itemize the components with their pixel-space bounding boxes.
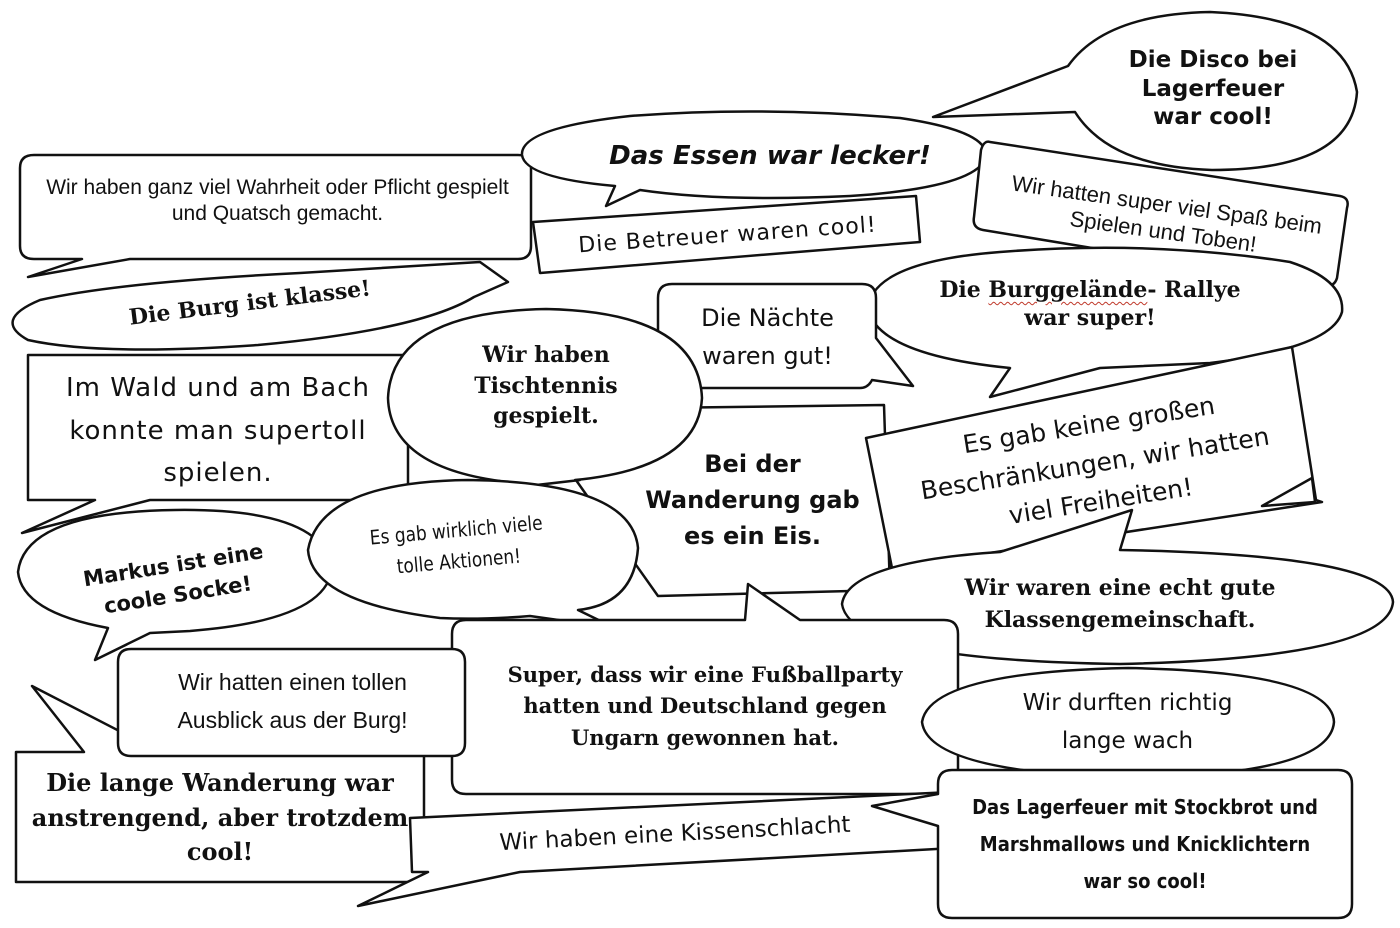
bubble-lange-wanderung-text: Die lange Wanderung war anstrengend, abe… bbox=[31, 767, 409, 867]
bubble-naechte-text: Die Nächte waren gut! bbox=[701, 303, 834, 370]
bubble-shape-betreuer bbox=[531, 194, 922, 275]
bubble-tail-beschraenkungen bbox=[1260, 476, 1317, 508]
bubble-rallye-text: Die Burggelände- Rallye war super! bbox=[925, 275, 1255, 353]
bubble-shape-tischtennis bbox=[386, 307, 704, 494]
bubble-tischtennis-text: Wir haben Tischtennis gespielt. bbox=[474, 341, 618, 430]
bubble-shape-disco bbox=[931, 10, 1359, 172]
bubble-shape-essen bbox=[520, 110, 988, 208]
bubble-shape-ausblick bbox=[116, 647, 467, 758]
bubble-wald-text: Im Wald und am Bach konnte man supertoll… bbox=[65, 372, 371, 489]
bubble-fussball-text: Super, dass wir eine Fußballparty hatten… bbox=[507, 661, 903, 750]
bubble-shape-klasse bbox=[840, 508, 1395, 666]
bubble-shape-beschraenkungen bbox=[864, 345, 1324, 570]
bubble-lagerfeuer-text: Das Lagerfeuer mit Stockbrot und Marshma… bbox=[972, 794, 1318, 893]
bubble-ausblick-text: Wir hatten einen tollen Ausblick aus der… bbox=[177, 669, 408, 733]
bubble-disco-text: Die Disco bei Lagerfeuer war cool! bbox=[1128, 46, 1298, 131]
bubble-wanderung-eis-text: Bei der Wanderung gab es ein Eis. bbox=[645, 450, 860, 550]
bubble-shape-burg bbox=[11, 260, 510, 351]
bubble-wach-text: Wir durften richtig lange wach bbox=[1022, 690, 1233, 754]
bubble-shape-aktionen bbox=[306, 478, 640, 630]
rallye-text-part2: Burggelände bbox=[988, 277, 1148, 303]
bubble-aktionen-text: Es gab wirklich viele tolle Aktionen! bbox=[368, 510, 544, 579]
bubble-essen-text: Das Essen war lecker! bbox=[609, 140, 931, 171]
bubble-wahrheit-text: Wir haben ganz viel Wahrheit oder Pflich… bbox=[46, 175, 509, 225]
bubble-shape-lagerfeuer bbox=[870, 768, 1354, 920]
rallye-text-part3: - Rallye war super! bbox=[1024, 277, 1241, 331]
bubble-klasse-text: Wir waren eine echt gute Klassengemeinsc… bbox=[964, 575, 1276, 633]
bubble-shape-naechte bbox=[656, 282, 915, 390]
rallye-text-part1: Die bbox=[939, 277, 989, 303]
